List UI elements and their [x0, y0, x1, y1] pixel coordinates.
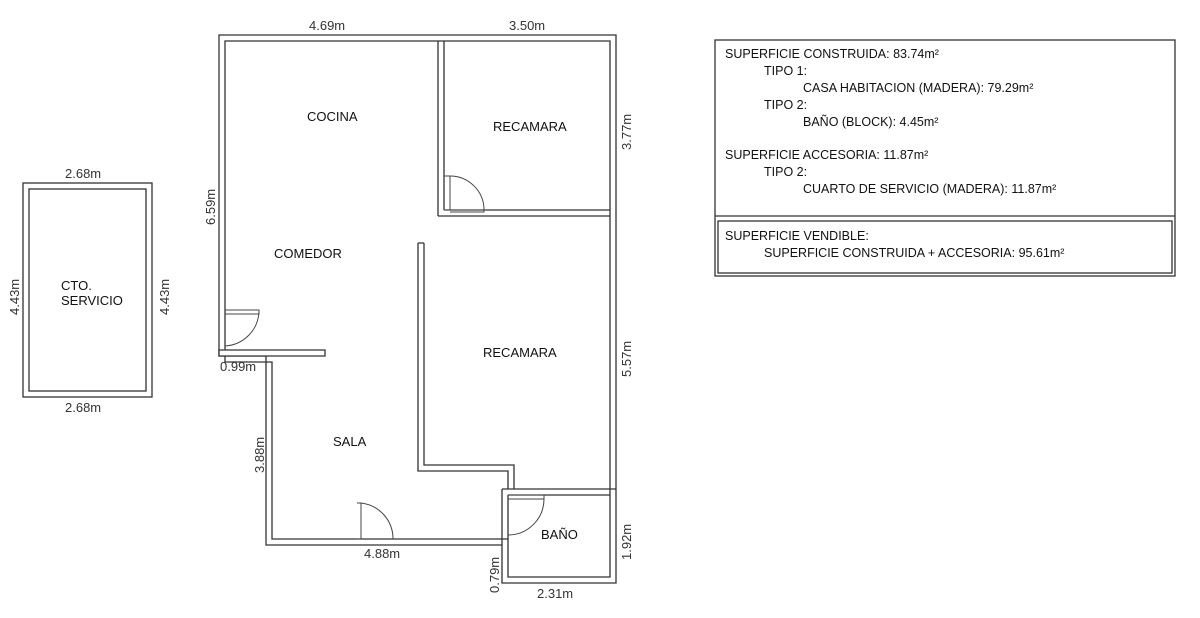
dim-top-left: 4.69m: [309, 18, 345, 33]
cuarto-servicio: [22, 182, 153, 398]
room-comedor: COMEDOR: [274, 246, 342, 261]
door-recamara-top: [444, 175, 485, 213]
area-summary-table: [714, 39, 1176, 277]
dim-servicio-right: 4.43m: [157, 279, 172, 315]
room-servicio-line2: SERVICIO: [61, 293, 123, 308]
wall-bano: [501, 488, 616, 545]
wall-step: [218, 349, 326, 357]
dim-bano-width: 2.31m: [537, 586, 573, 601]
room-sala: SALA: [333, 434, 367, 449]
door-sala: [357, 502, 394, 540]
dim-bano-offset: 0.79m: [487, 557, 502, 593]
dim-servicio-top: 2.68m: [65, 166, 101, 181]
dim-right-top: 3.77m: [619, 114, 634, 150]
wall-recamara-bottom: [417, 242, 515, 489]
summary-tipo2b: TIPO 2:: [764, 165, 807, 179]
summary-accesoria: SUPERFICIE ACCESORIA: 11.87m²: [725, 148, 928, 162]
summary-tipo2: TIPO 2:: [764, 98, 807, 112]
dim-servicio-bottom: 2.68m: [65, 400, 101, 415]
summary-cuarto: CUARTO DE SERVICIO (MADERA): 11.87m²: [803, 182, 1056, 196]
dim-top-right: 3.50m: [509, 18, 545, 33]
summary-casa: CASA HABITACION (MADERA): 79.29m²: [803, 81, 1033, 95]
summary-vendible: SUPERFICIE VENDIBLE:: [725, 229, 869, 243]
room-servicio-line1: CTO.: [61, 278, 92, 293]
dim-bano-height: 1.92m: [619, 524, 634, 560]
wall-cocina-recamara: [437, 41, 445, 216]
summary-tipo1: TIPO 1:: [764, 64, 807, 78]
dim-step-width: 0.99m: [220, 359, 256, 374]
door-bano: [507, 494, 545, 536]
room-recamara-bottom: RECAMARA: [483, 345, 557, 360]
dim-sala-height: 3.88m: [252, 437, 267, 473]
room-recamara-top: RECAMARA: [493, 119, 567, 134]
summary-vendible-total: SUPERFICIE CONSTRUIDA + ACCESORIA: 95.61…: [764, 246, 1064, 260]
dim-right-middle: 5.57m: [619, 341, 634, 377]
summary-construida: SUPERFICIE CONSTRUIDA: 83.74m²: [725, 47, 939, 61]
room-cocina: COCINA: [307, 109, 358, 124]
dim-servicio-left: 4.43m: [7, 279, 22, 315]
room-bano: BAÑO: [541, 527, 578, 542]
door-comedor: [224, 309, 260, 347]
summary-bano-block: BAÑO (BLOCK): 4.45m²: [803, 115, 938, 129]
dim-sala-width: 4.88m: [364, 546, 400, 561]
dim-left-main: 6.59m: [203, 189, 218, 225]
wall-recamara-top-bottom: [438, 209, 610, 217]
